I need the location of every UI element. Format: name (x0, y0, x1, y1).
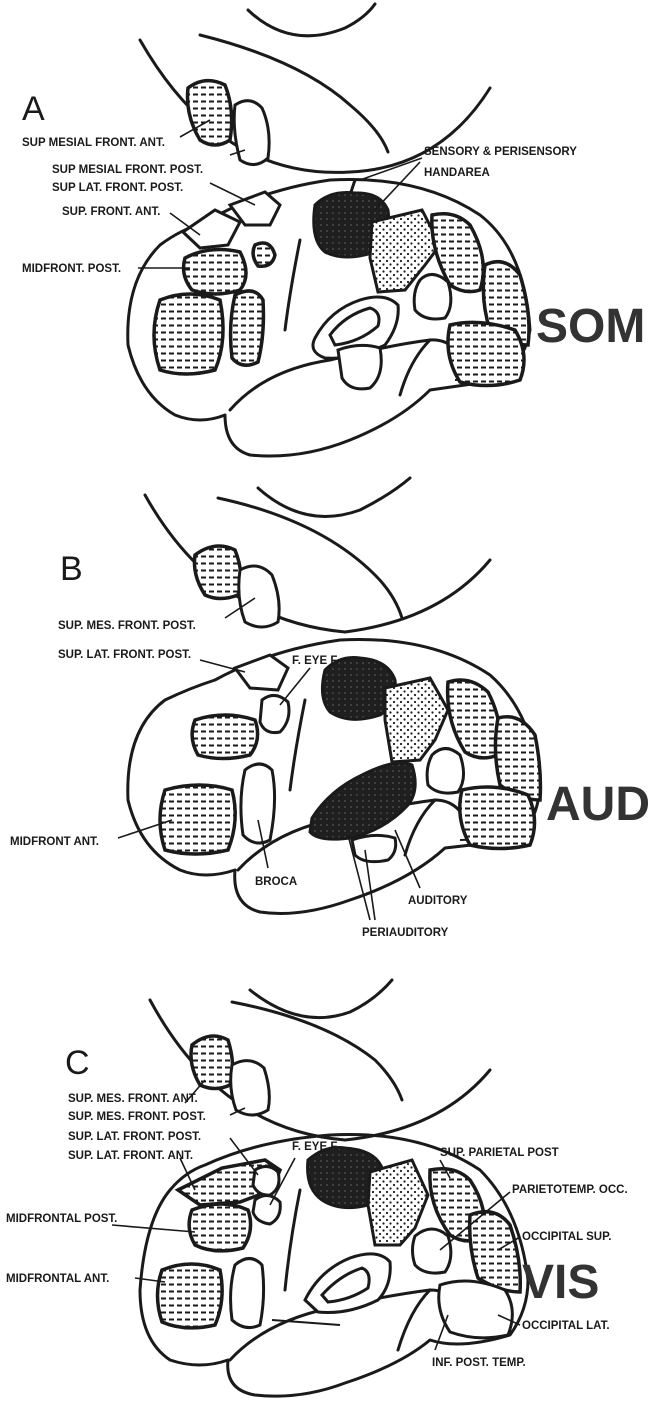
temporal-sulcus-a (400, 340, 430, 395)
label-sensory-perisensory: SENSORY & PERISENSORY (424, 146, 577, 158)
label-auditory: AUDITORY (408, 895, 468, 907)
sulcus-1a (285, 240, 300, 330)
sup-lat-front-post-region-b (235, 655, 288, 690)
frontal-strip-region-a (231, 291, 264, 365)
label-occipital-sup: OCCIPITAL SUP. (522, 1231, 611, 1243)
label-f-eye-f-b: F. EYE F. (292, 655, 339, 667)
auditory-dark-region (310, 763, 415, 839)
sup-mes-front-ant-region-b (194, 546, 240, 599)
sup-mesial-front-post-region (234, 101, 269, 165)
label-occipital-lat: OCCIPITAL LAT. (522, 1320, 610, 1332)
label-sup-lat-front-post: SUP LAT. FRONT. POST. (52, 182, 183, 194)
small-front-region (253, 243, 275, 266)
label-midfrontal-post-c: MIDFRONTAL POST. (6, 1213, 117, 1225)
modality-vis: VIS (522, 1256, 599, 1309)
sup-lat-front-post-region-c (253, 1166, 279, 1195)
occipital-lat-region-b (460, 787, 535, 849)
label-sup-mesial-front-ant: SUP MESIAL FRONT. ANT. (22, 137, 165, 149)
sup-mesial-front-ant-region (188, 81, 232, 145)
label-sup-mesial-front-post: SUP MESIAL FRONT. POST. (52, 164, 203, 176)
modality-aud: AUD (546, 778, 650, 831)
f-eye-f-region-b (260, 695, 289, 732)
parietal-white-region-a (414, 274, 451, 319)
label-periauditory: PERIAUDITORY (362, 927, 449, 939)
label-parietotemp-occ: PARIETOTEMP. OCC. (512, 1184, 628, 1196)
midfrontal-post-region-c (189, 1204, 250, 1251)
midfront-ant-region-a (154, 294, 223, 374)
sup-mes-front-ant-region-c (191, 1036, 233, 1089)
panel-a-letter: A (22, 90, 45, 128)
label-handarea: HANDAREA (424, 167, 490, 179)
medial-arc-inner (248, 4, 375, 36)
label-midfrontal-ant-c: MIDFRONTAL ANT. (6, 1273, 109, 1285)
temporal-sulcus-c (398, 1290, 430, 1350)
f-eye-f-small-region-c (253, 1195, 280, 1224)
medial-arc-inner-b (258, 478, 410, 516)
panel-c: C SUP. (6, 980, 628, 1396)
sulcus-1b (290, 700, 305, 790)
occipital-sup-region-c (470, 1212, 521, 1292)
label-sup-mes-front-ant-c: SUP. MES. FRONT. ANT. (68, 1093, 198, 1105)
modality-som: SOM (536, 300, 645, 353)
midfront-post-region-b (192, 715, 257, 759)
sup-mes-front-post-region-b (239, 566, 279, 627)
auditory-white-region-b (352, 835, 396, 861)
parietal-region-b (448, 680, 500, 758)
temporal-sulcus-b (405, 800, 435, 855)
sup-mes-front-post-region-c (231, 1061, 270, 1115)
label-sup-mes-front-post-b: SUP. MES. FRONT. POST. (58, 620, 196, 632)
label-sup-lat-front-post-b: SUP. LAT. FRONT. POST. (58, 649, 191, 661)
label-broca: BROCA (255, 876, 297, 888)
parietal-white-region-b (427, 749, 463, 794)
label-midfront-post: MIDFRONT. POST. (22, 263, 121, 275)
broca-region (241, 764, 275, 843)
panel-c-letter: C (65, 1044, 90, 1082)
frontal-white-region-c (231, 1259, 264, 1328)
auditory-white-a (338, 345, 381, 388)
label-inf-post-temp: INF. POST. TEMP. (432, 1357, 526, 1369)
label-f-eye-f-c: F. EYE F. (292, 1141, 339, 1153)
occipital-lat-region-a (448, 322, 524, 385)
occipital-lat-region-c (439, 1281, 513, 1338)
parietotemp-occ-region (413, 1229, 451, 1273)
label-sup-parietal-post: SUP. PARIETAL POST (440, 1147, 559, 1159)
label-sup-front-ant: SUP. FRONT. ANT. (62, 206, 160, 218)
label-sup-lat-front-post-c: SUP. LAT. FRONT. POST. (68, 1131, 201, 1143)
label-sup-mes-front-post-c: SUP. MES. FRONT. POST. (68, 1111, 206, 1123)
lead-midfrontal-post-c (112, 1225, 195, 1232)
label-midfront-ant-b: MIDFRONT ANT. (10, 836, 99, 848)
midfrontal-ant-region-c (158, 1264, 223, 1328)
panel-b: B SUP. MES. FRONT. POST. SUP. LA (10, 478, 650, 939)
sulcus-1c (285, 1190, 300, 1290)
panel-b-letter: B (60, 550, 83, 588)
midfront-post-region (184, 250, 246, 294)
panel-a: A (22, 4, 645, 456)
lead-sup-lat-front-post (210, 183, 255, 205)
label-sup-lat-front-ant-c: SUP. LAT. FRONT. ANT. (68, 1150, 193, 1162)
